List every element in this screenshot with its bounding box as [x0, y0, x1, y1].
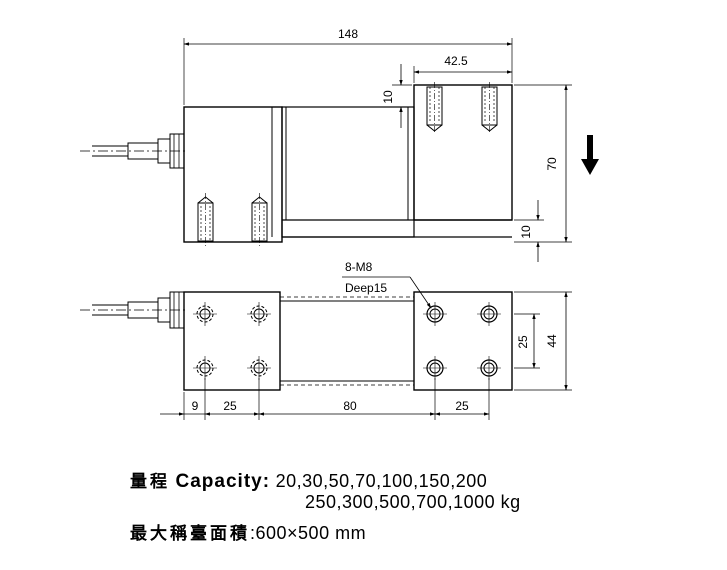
bottom-hole-right — [251, 193, 268, 246]
hole-right-4 — [477, 356, 501, 380]
hole-right-2 — [477, 302, 501, 326]
dim-body-height: 70 — [545, 157, 559, 171]
dim-hole-pitch-v: 25 — [516, 335, 530, 349]
dim-bottom-25a: 25 — [223, 399, 237, 413]
hole-left-3 — [193, 356, 217, 380]
down-arrow-icon — [581, 135, 599, 175]
dim-overall-length: 148 — [338, 27, 358, 41]
top-view: 8-M8 Deep15 25 44 9 25 80 25 — [80, 260, 572, 420]
hole-spec-label: 8-M8 — [345, 260, 373, 274]
dim-bottom-25b: 25 — [455, 399, 469, 413]
dim-top-offset: 42.5 — [444, 54, 468, 68]
dim-bottom-boss: 10 — [519, 225, 533, 239]
top-hole-right — [481, 82, 498, 134]
side-view: 148 42.5 10 70 10 — [80, 27, 599, 262]
hole-right-1 — [423, 302, 447, 326]
bottom-hole-left — [197, 193, 214, 246]
hole-left-4 — [247, 356, 271, 380]
hole-right-3 — [423, 356, 447, 380]
top-hole-left — [426, 82, 443, 134]
hole-depth-label: Deep15 — [345, 281, 387, 295]
dim-top-boss: 10 — [381, 90, 395, 104]
dim-bottom-9: 9 — [192, 399, 199, 413]
dim-bottom-80: 80 — [343, 399, 357, 413]
hole-left-1 — [193, 302, 217, 326]
hole-left-2 — [247, 302, 271, 326]
dim-width: 44 — [545, 334, 559, 348]
